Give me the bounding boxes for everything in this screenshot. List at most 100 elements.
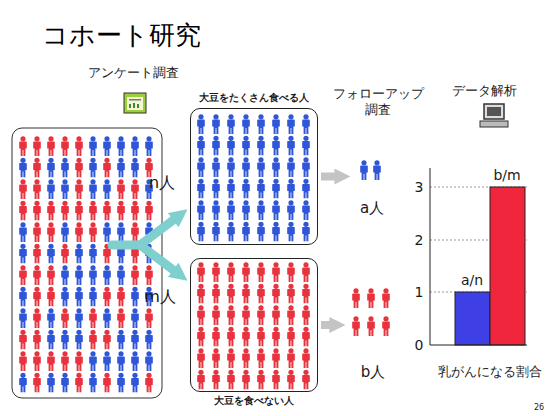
person-figure — [352, 316, 360, 336]
population-figures — [19, 136, 153, 392]
person-figure — [89, 373, 97, 393]
person-figure — [145, 351, 153, 371]
person-figure — [287, 348, 295, 368]
person-figure — [75, 179, 83, 199]
person-figure — [19, 287, 27, 307]
person-figure — [302, 200, 310, 220]
person-figure — [61, 330, 69, 350]
person-figure — [212, 179, 220, 199]
bar — [490, 187, 525, 345]
person-figure — [89, 158, 97, 178]
person-figure — [33, 330, 41, 350]
person-figure — [212, 157, 220, 177]
person-figure — [197, 370, 205, 390]
person-figure — [131, 287, 139, 307]
person-figure — [257, 327, 265, 347]
person-figure — [257, 222, 265, 242]
person-figure — [47, 201, 55, 221]
person-figure — [47, 244, 55, 264]
count-label: m人 — [144, 287, 176, 306]
person-figure — [242, 179, 250, 199]
person-figure — [89, 136, 97, 156]
person-figure — [242, 157, 250, 177]
person-figure — [61, 265, 69, 285]
person-figure — [117, 265, 125, 285]
person-figure — [257, 114, 265, 134]
person-figure — [145, 330, 153, 350]
person-figure — [103, 351, 111, 371]
person-figure — [242, 200, 250, 220]
bar-chart — [430, 168, 527, 345]
person-figure — [33, 136, 41, 156]
step-label: アンケート調査 — [88, 65, 179, 81]
person-figure — [272, 114, 280, 134]
axis — [430, 345, 527, 346]
person-figure — [272, 179, 280, 199]
person-figure — [61, 244, 69, 264]
person-figure — [61, 179, 69, 199]
person-figure — [33, 308, 41, 328]
person-figure — [302, 327, 310, 347]
person-figure — [117, 158, 125, 178]
case-figures — [360, 160, 381, 180]
person-figure — [272, 348, 280, 368]
person-figure — [257, 200, 265, 220]
person-figure — [242, 136, 250, 156]
computer-icon — [480, 104, 508, 127]
person-figure — [367, 288, 375, 308]
person-figure — [302, 348, 310, 368]
person-figure — [302, 114, 310, 134]
person-figure — [287, 222, 295, 242]
person-figure — [131, 179, 139, 199]
person-figure — [145, 308, 153, 328]
person-figure — [287, 157, 295, 177]
person-figure — [19, 265, 27, 285]
person-figure — [197, 262, 205, 282]
person-figure — [302, 179, 310, 199]
person-figure — [103, 222, 111, 242]
person-figure — [103, 373, 111, 393]
person-figure — [302, 305, 310, 325]
person-figure — [89, 201, 97, 221]
person-figure — [212, 284, 220, 304]
person-figure — [33, 265, 41, 285]
person-figure — [227, 284, 235, 304]
person-figure — [75, 373, 83, 393]
flow-arrow — [321, 173, 336, 181]
split-arrow — [112, 218, 176, 272]
person-figure — [75, 136, 83, 156]
person-figure — [89, 265, 97, 285]
person-figure — [103, 158, 111, 178]
person-figure — [352, 288, 360, 308]
bar-value: b/m — [493, 167, 520, 184]
person-figure — [257, 284, 265, 304]
person-figure — [61, 136, 69, 156]
person-figure — [117, 222, 125, 242]
person-figure — [302, 136, 310, 156]
person-figure — [227, 370, 235, 390]
person-figure — [272, 222, 280, 242]
person-figure — [75, 308, 83, 328]
survey-icon — [124, 93, 146, 113]
person-figure — [103, 265, 111, 285]
step-label: フォローアップ 調査 — [330, 86, 426, 117]
person-figure — [47, 330, 55, 350]
case-figures — [352, 288, 390, 336]
person-figure — [103, 308, 111, 328]
group-box: 大豆を食べない人 — [190, 258, 318, 392]
person-figure — [227, 305, 235, 325]
axis-tick: 0 — [415, 337, 424, 354]
person-figure — [197, 305, 205, 325]
person-figure — [257, 305, 265, 325]
person-figure — [19, 330, 27, 350]
person-figure — [212, 222, 220, 242]
person-figure — [287, 136, 295, 156]
person-figure — [131, 158, 139, 178]
person-figure — [75, 265, 83, 285]
count-label: n人 — [149, 173, 175, 192]
person-figure — [33, 201, 41, 221]
person-figure — [197, 179, 205, 199]
person-figure — [242, 327, 250, 347]
person-figure — [131, 373, 139, 393]
person-figure — [382, 288, 390, 308]
